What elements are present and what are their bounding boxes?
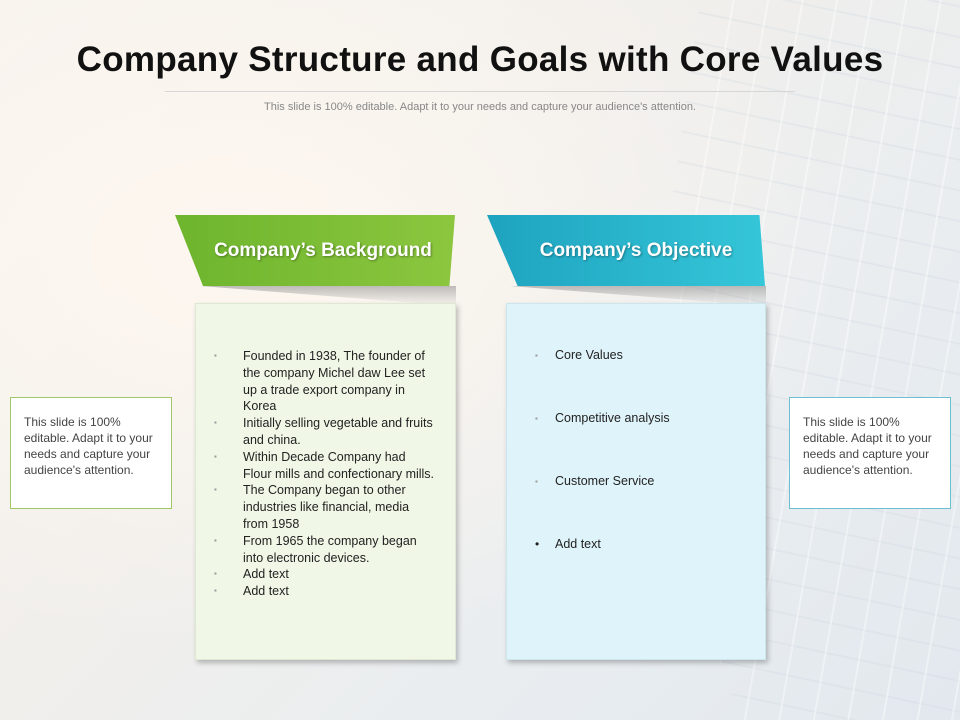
background-heading: Company’s Background (214, 239, 432, 261)
slide-subtitle: This slide is 100% editable. Adapt it to… (264, 101, 696, 113)
slide-title: Company Structure and Goals with Core Va… (76, 40, 884, 79)
square-bullet-icon: ▪ (214, 451, 217, 461)
list-item: ▪Competitive analysis (535, 411, 670, 425)
list-item: ▪Initially selling vegetable and fruits … (214, 416, 433, 447)
square-bullet-icon: ▪ (214, 351, 217, 360)
square-bullet-icon: ▪ (214, 485, 217, 495)
list-item: ▪Add text (214, 567, 289, 582)
square-bullet-icon: ▪ (214, 569, 217, 579)
list-item: ▪The Company began to other industries l… (214, 483, 410, 531)
background-banner: Company’s Background (175, 215, 455, 286)
objective-list: ▪Core Values ▪Competitive analysis ▪Cust… (535, 347, 755, 599)
title-divider (165, 91, 795, 92)
background-card: ▪Founded in 1938, The founder of the com… (195, 303, 456, 660)
square-bullet-icon: ▪ (535, 351, 538, 360)
objective-heading: Company’s Objective (539, 239, 733, 261)
list-item: •Add text (535, 537, 601, 551)
square-bullet-icon: ▪ (214, 586, 217, 596)
square-bullet-icon: ▪ (535, 414, 538, 423)
right-note-box: This slide is 100% editable. Adapt it to… (789, 397, 951, 509)
list-item: ▪From 1965 the company began into electr… (214, 533, 417, 565)
list-item: ▪Add text (214, 584, 289, 599)
background-list: ▪Founded in 1938, The founder of the com… (214, 348, 436, 600)
square-bullet-icon: ▪ (535, 477, 538, 486)
left-note-box: This slide is 100% editable. Adapt it to… (10, 397, 172, 509)
objective-card: ▪Core Values ▪Competitive analysis ▪Cust… (506, 303, 766, 660)
list-item: ▪Within Decade Company had Flour mills a… (214, 449, 435, 481)
square-bullet-icon: ▪ (214, 535, 217, 545)
objective-banner: Company’s Objective (487, 215, 765, 286)
list-item: ▪Core Values (535, 348, 623, 362)
list-item: ▪Founded in 1938, The founder of the com… (214, 349, 426, 414)
dot-bullet-icon: • (535, 537, 540, 551)
square-bullet-icon: ▪ (214, 418, 217, 428)
list-item: ▪Customer Service (535, 474, 655, 488)
